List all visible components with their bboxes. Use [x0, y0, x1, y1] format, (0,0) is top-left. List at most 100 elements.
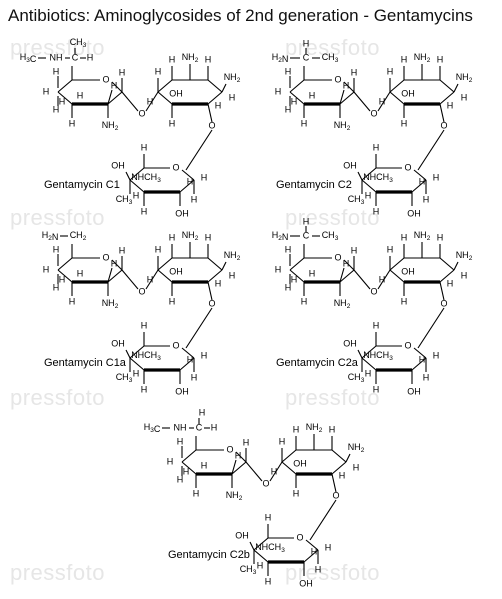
carbon-label: C	[303, 52, 310, 62]
atom-label: H	[373, 320, 380, 330]
methylamine-label: NHCH3	[363, 350, 393, 361]
bond	[157, 79, 173, 93]
bond	[339, 269, 355, 283]
amine-label: H2N	[272, 52, 289, 64]
atom-label: H	[285, 282, 292, 292]
atom-label: H	[343, 258, 350, 268]
bond	[157, 269, 173, 283]
atom-label: H	[293, 424, 300, 434]
atom-label: H	[401, 118, 408, 128]
atom-label: H	[325, 542, 332, 552]
bond	[361, 345, 377, 359]
methyl-label: CH3	[322, 230, 339, 241]
atom-label: H	[53, 282, 60, 292]
atom-label: H	[141, 320, 148, 330]
amine-label: NH2	[334, 120, 351, 131]
atom-label: H	[119, 245, 126, 255]
hydroxyl-label: OH	[401, 266, 415, 276]
bond	[253, 549, 269, 563]
bond	[305, 539, 319, 551]
atom-label: H	[119, 67, 126, 77]
bond	[413, 169, 427, 181]
atom-label: H	[191, 372, 198, 382]
atom-label: H	[155, 66, 162, 76]
atom-label: H	[293, 488, 300, 498]
bond	[231, 461, 247, 475]
atom-label: H	[43, 264, 50, 274]
ring-oxygen: O	[334, 252, 341, 262]
bond	[107, 89, 113, 105]
bond	[439, 269, 455, 283]
methylamine-label: NHCH3	[255, 542, 285, 553]
atom-label: H	[329, 424, 336, 434]
ring-oxygen: O	[102, 252, 109, 262]
watermark: pressfoto	[285, 35, 380, 60]
bond	[129, 167, 145, 181]
watermark: pressfoto	[10, 35, 105, 60]
bond	[289, 269, 305, 283]
atom-label: H	[133, 190, 140, 200]
linking-oxygen: O	[138, 108, 145, 118]
linking-oxygen: O	[370, 108, 377, 118]
bond	[303, 549, 319, 563]
bond	[145, 269, 159, 290]
amine-label: NH	[174, 422, 187, 432]
bond	[121, 269, 139, 290]
hydroxyl-label: OH	[169, 88, 183, 98]
bond	[181, 347, 195, 359]
bond	[57, 269, 73, 283]
atom-label: H	[275, 86, 282, 96]
atom-label: H	[187, 176, 194, 186]
bond	[439, 257, 455, 271]
atom-label: H	[111, 258, 118, 268]
atom-label: H	[423, 372, 430, 382]
bond	[309, 499, 337, 541]
ring-oxygen: O	[404, 162, 411, 172]
atom-label: H	[379, 96, 386, 106]
atom-label: H	[191, 194, 198, 204]
amine-label: NH2	[414, 52, 431, 63]
atom-label: H	[205, 232, 212, 242]
molecule-name: Gentamycin C2a	[276, 357, 359, 369]
linking-oxygen: O	[332, 490, 339, 500]
bond	[179, 357, 195, 371]
hydroxyl-label: OH	[343, 338, 357, 348]
methyl-label: CH3	[348, 372, 365, 383]
bond	[289, 257, 305, 271]
atom-label: H	[291, 96, 298, 106]
hydroxyl-label: OH	[407, 386, 421, 396]
hydroxyl-label: OH	[407, 208, 421, 218]
atom-label: H	[437, 232, 444, 242]
bond	[111, 81, 123, 93]
atom-label: H	[111, 80, 118, 90]
bond	[339, 267, 345, 283]
bond	[353, 269, 371, 290]
atom-label: H	[461, 270, 468, 280]
methyl-label: CH3	[116, 372, 133, 383]
hydroxyl-label: OH	[175, 386, 189, 396]
atom-label: H	[387, 244, 394, 254]
linking-oxygen: O	[208, 120, 215, 130]
hydroxyl-label: OH	[169, 266, 183, 276]
bond	[125, 171, 131, 181]
atom-label: H	[141, 384, 148, 394]
bond	[57, 91, 73, 105]
bond	[181, 169, 195, 181]
bond	[413, 347, 427, 359]
atom-label: H	[141, 142, 148, 152]
atom-label: H	[169, 118, 176, 128]
atom-label: H	[69, 296, 76, 306]
carbon-label: C	[303, 230, 310, 240]
ring-oxygen: O	[226, 444, 233, 454]
atom-label: H	[401, 54, 408, 64]
amine-label: NH2	[226, 490, 243, 501]
bond	[343, 259, 355, 271]
bond	[107, 269, 123, 283]
hydroxyl-label: OH	[111, 160, 125, 170]
atom-label: H	[301, 296, 308, 306]
atom-label: H	[183, 466, 190, 476]
atom-label: H	[311, 546, 318, 556]
